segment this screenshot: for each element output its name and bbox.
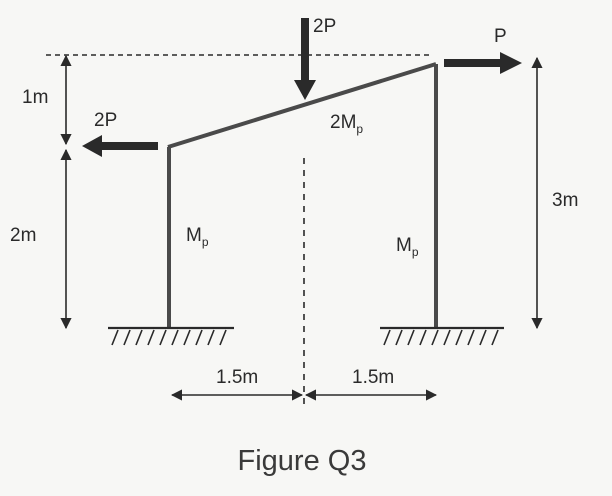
horizontal-load-right-label: P xyxy=(494,26,507,47)
left-fixed-support xyxy=(108,326,234,346)
bottom-right-span-label: 1.5m xyxy=(352,367,394,388)
horizontal-load-left-arrow xyxy=(82,135,158,157)
bottom-left-span-label: 1.5m xyxy=(216,367,258,388)
vertical-load-label: 2P xyxy=(313,16,336,37)
left-lower-dimension-label: 2m xyxy=(10,225,36,246)
figure-caption: Figure Q3 xyxy=(238,445,367,477)
horizontal-load-right-arrow xyxy=(444,52,522,74)
right-fixed-support xyxy=(380,326,504,346)
left-upper-dimension-label: 1m xyxy=(22,87,48,108)
right-height-dimension-label: 3m xyxy=(552,190,578,211)
left-column-capacity-label: Mp xyxy=(186,225,209,249)
horizontal-load-left-label: 2P xyxy=(94,110,117,131)
rafter-capacity-label: 2Mp xyxy=(330,112,363,136)
portal-frame xyxy=(167,62,438,327)
rafter-member xyxy=(167,62,437,149)
right-column-capacity-label: Mp xyxy=(396,235,419,259)
vertical-load-arrow xyxy=(294,18,316,100)
